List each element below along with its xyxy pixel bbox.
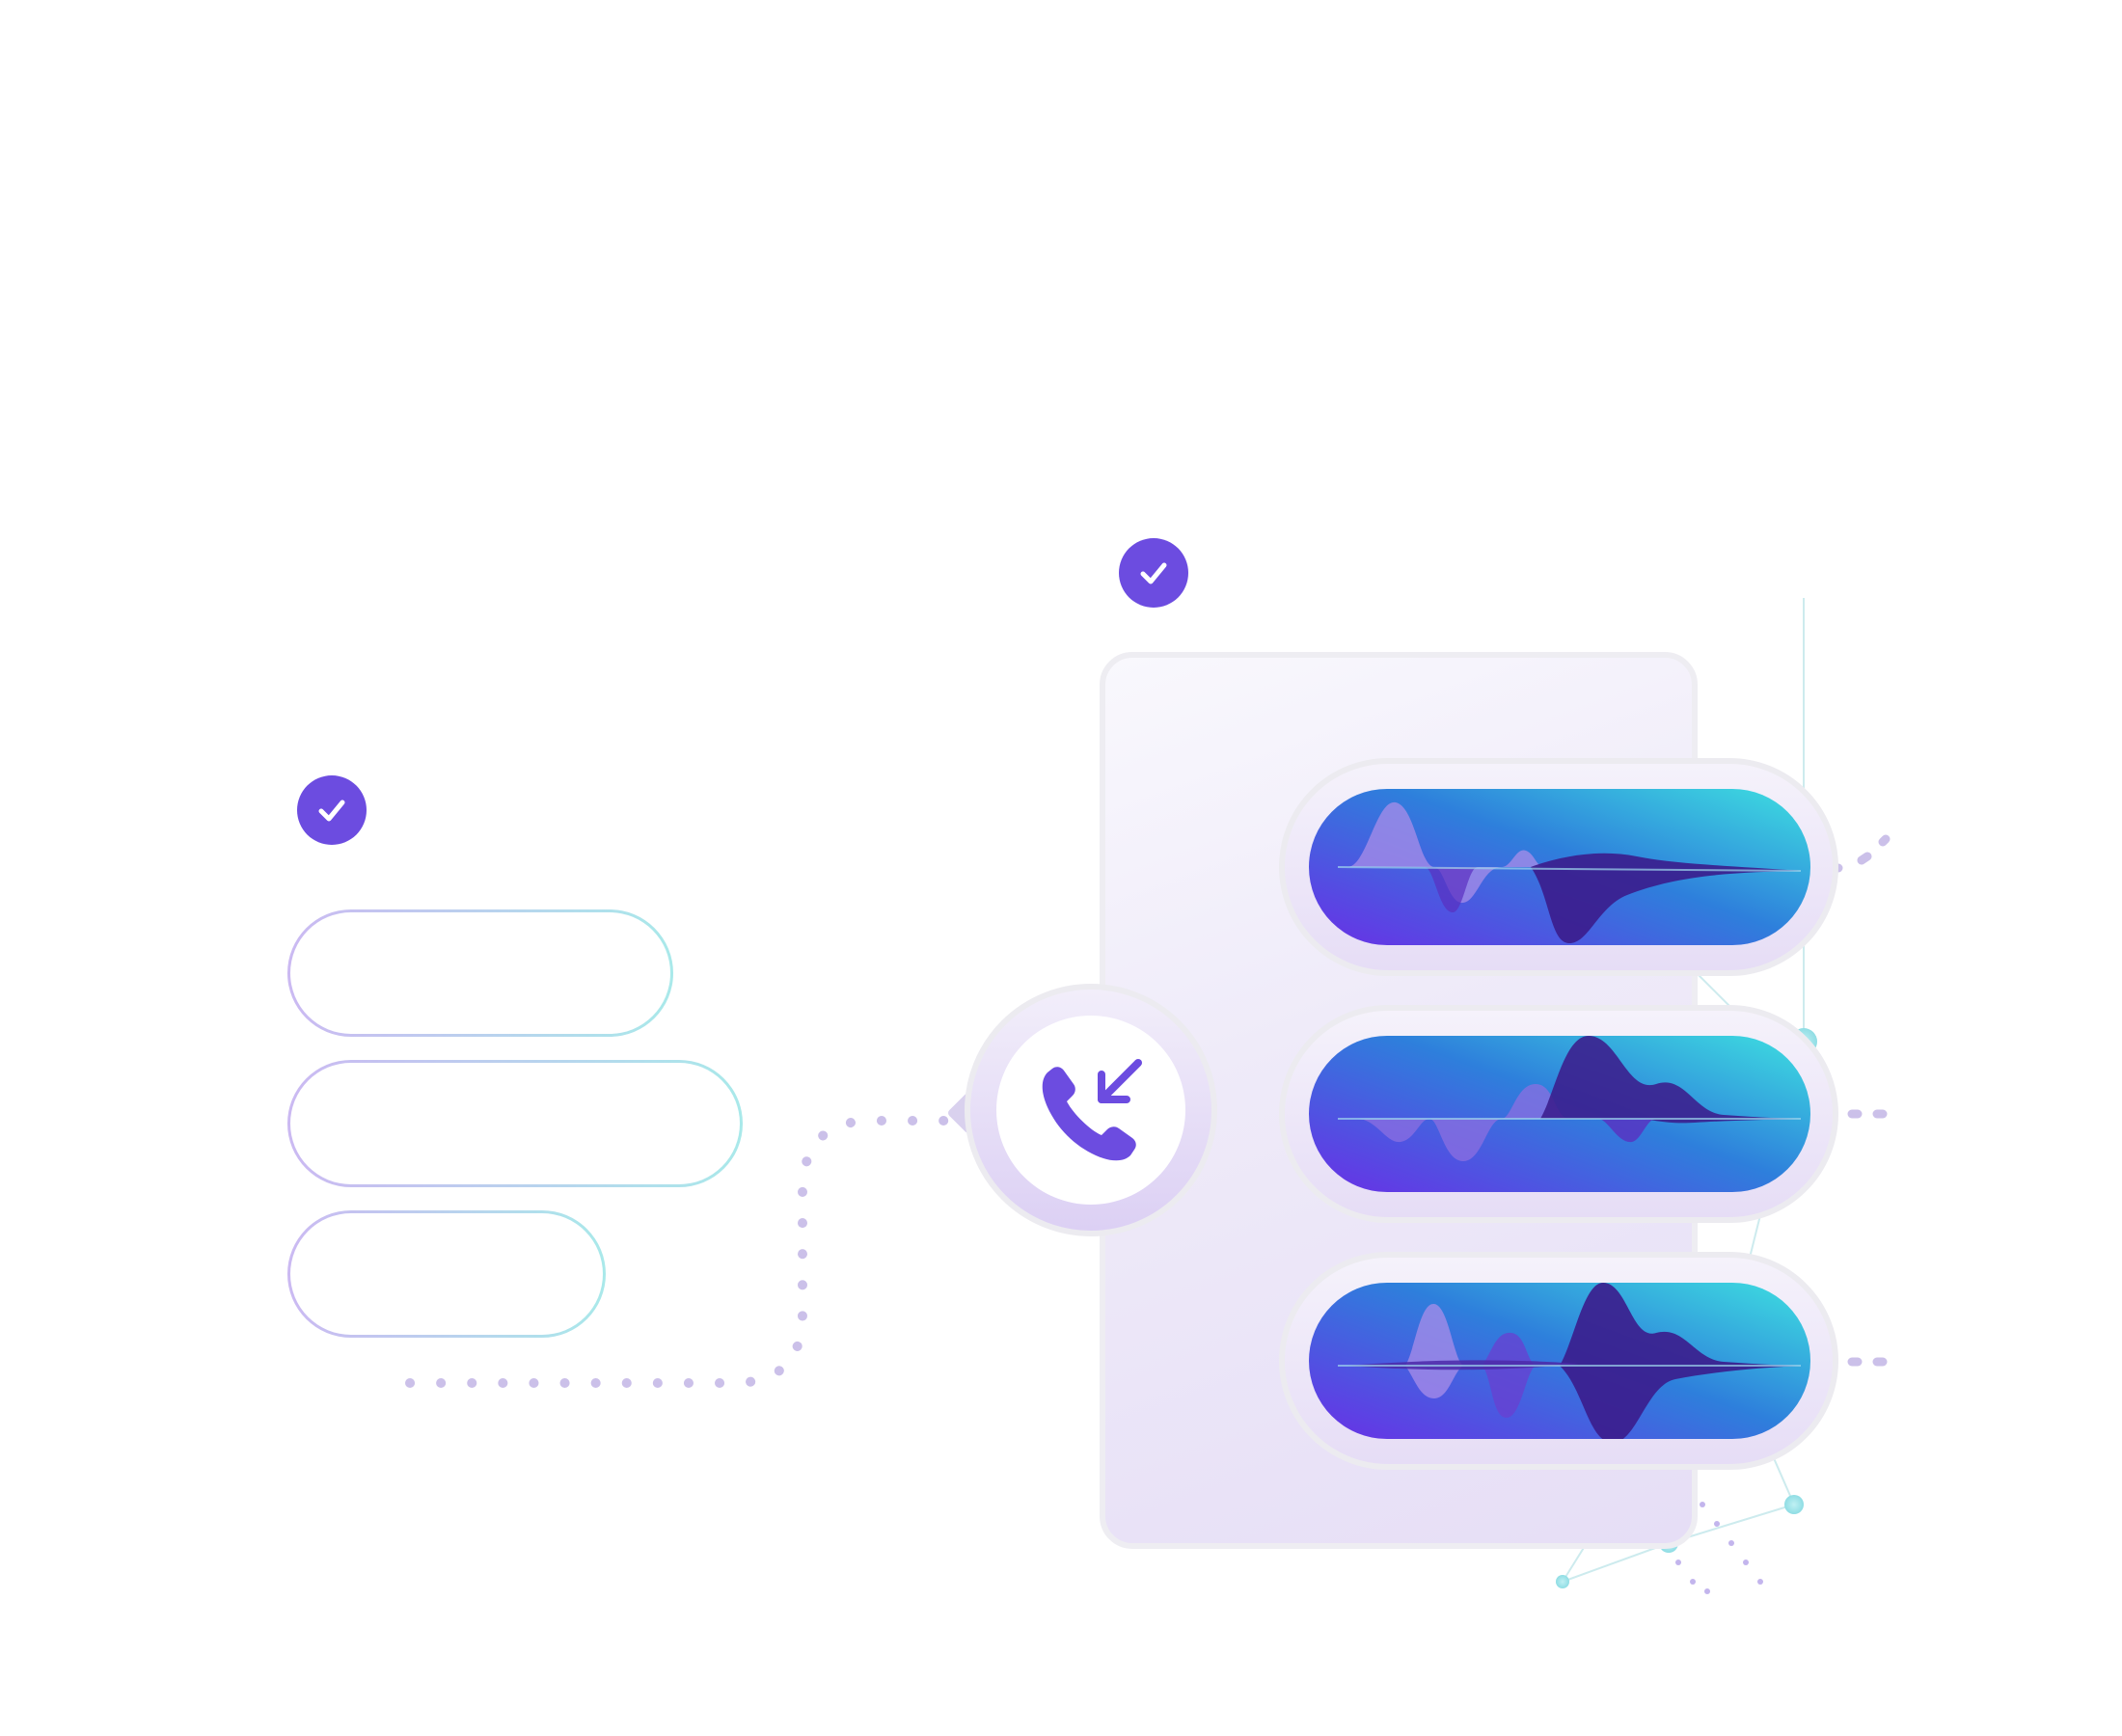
waveform-card-1 <box>1279 758 1838 976</box>
waveform-pill <box>1309 1283 1810 1439</box>
outline-pill-2 <box>287 1060 743 1187</box>
outline-pill-1 <box>287 909 673 1037</box>
incoming-call-node <box>965 984 1217 1236</box>
waveform-pill <box>1309 1036 1810 1192</box>
waveform-graphic <box>1338 1283 1801 1439</box>
check-icon <box>1140 562 1167 584</box>
waveform-card-2 <box>1279 1005 1838 1223</box>
waveform-pill <box>1309 789 1810 945</box>
check-badge-top <box>1119 538 1188 608</box>
waveform-card-3 <box>1279 1252 1838 1470</box>
waveform-graphic <box>1338 1036 1801 1161</box>
waveform-graphic <box>1337 801 1802 943</box>
outline-pill-3 <box>287 1210 606 1338</box>
check-icon <box>318 800 345 822</box>
incoming-call-core <box>996 1016 1185 1205</box>
incoming-call-icon <box>1042 1059 1142 1161</box>
check-badge-left <box>297 775 367 845</box>
